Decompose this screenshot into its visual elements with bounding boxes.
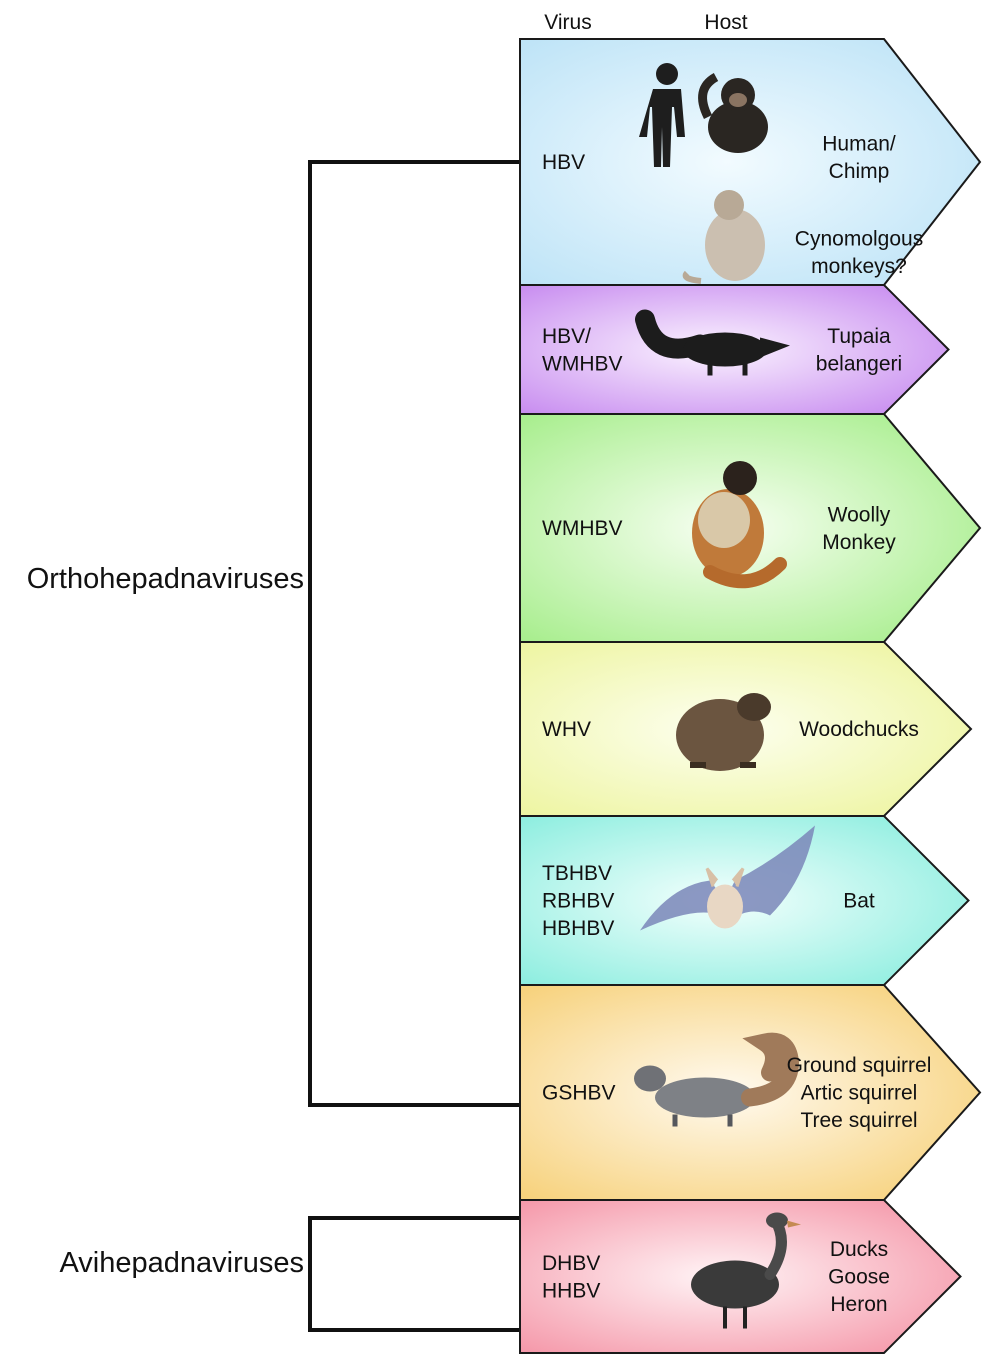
virus-label-line: DHBV (542, 1252, 600, 1275)
virus-label-line: WHV (542, 718, 591, 741)
virus-label-line: WMHBV (542, 352, 623, 375)
host-label-line: Ground squirrel (787, 1054, 932, 1077)
host-label-line: Artic squirrel (801, 1082, 918, 1105)
row-tupaia: HBV/WMHBV Tupaia belangeri (520, 285, 949, 414)
row-whv: WHV Woodchucks (520, 642, 971, 816)
virus-label-line: HHBV (542, 1279, 600, 1302)
row-bat: TBHBV RBHBV HBHBV Bat (520, 816, 969, 985)
host-label-line: belangeri (816, 352, 902, 375)
host-label-line: Monkey (822, 531, 896, 554)
virus-label-line: GSHBV (542, 1082, 616, 1105)
host-label-line: Tree squirrel (800, 1109, 917, 1132)
host-label-line: Heron (830, 1293, 887, 1316)
host-label-line: Chimp (829, 160, 890, 183)
virus-label-line: HBV/ (542, 325, 591, 348)
virus-label-line: RBHBV (542, 890, 614, 913)
host-column-header: Host (704, 11, 747, 34)
host-label-line: Bat (843, 890, 875, 913)
host-label-line: Woolly (828, 503, 891, 526)
virus-label-line: TBHBV (542, 862, 612, 885)
orthohepadnaviruses-label: Orthohepadnaviruses (27, 563, 304, 595)
orthohepadnavirus-branch (310, 162, 520, 1105)
virus-label-line: WMHBV (542, 517, 623, 540)
avihepadnaviruses-label: Avihepadnaviruses (59, 1247, 304, 1279)
virus-label-line: HBV (542, 151, 585, 174)
host-label-line: Goose (828, 1266, 890, 1289)
virus-label-line: HBHBV (542, 917, 614, 940)
virus-column-header: Virus (544, 11, 591, 34)
host-label-line: Human/ (822, 132, 896, 155)
host-label-line: Woodchucks (799, 718, 919, 741)
host-label-line: Cynomolgous (795, 227, 923, 250)
host-label-line: Tupaia (827, 325, 891, 348)
avihepadnavirus-branch (310, 1218, 520, 1330)
host-label-line: Ducks (830, 1238, 888, 1261)
host-label-line: monkeys? (811, 255, 907, 278)
